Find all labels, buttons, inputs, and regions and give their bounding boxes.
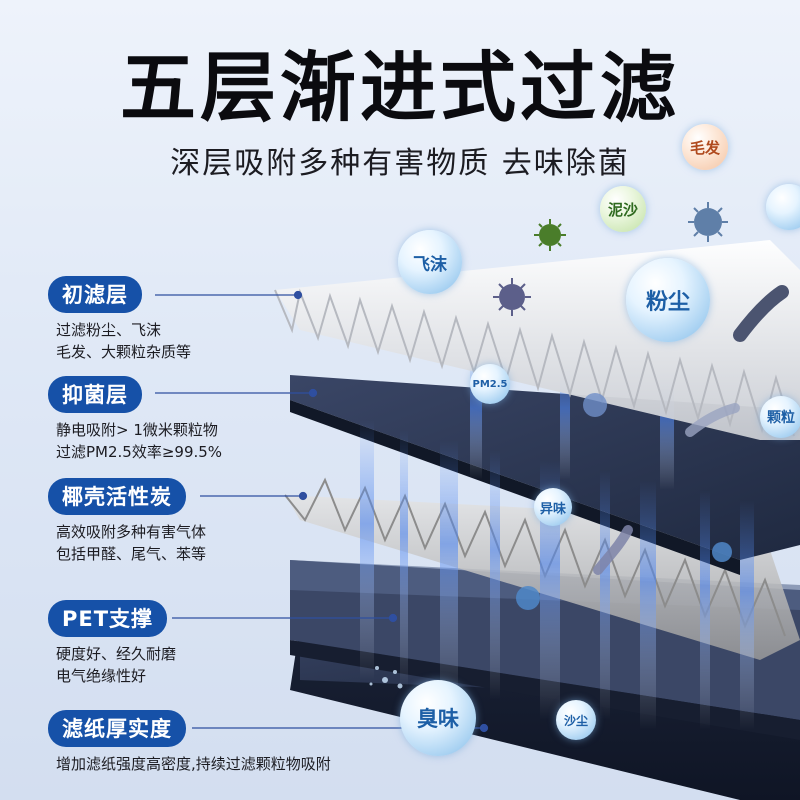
bacteria-icon [593,285,789,575]
layer-name-pill: 抑菌层 [48,376,142,413]
layer-description: 增加滤纸强度高密度,持续过滤颗粒物吸附 [56,755,331,773]
layer-description: 静电吸附> 1微米颗粒物 过滤PM2.5效率≥99.5% [56,421,223,461]
bubble-sand: 泥沙 [600,186,646,232]
layer-name-pill: 初滤层 [48,276,142,313]
bubble-odor: 异味 [534,488,572,526]
layer-label-2: 抑菌层 静电吸附> 1微米颗粒物 过滤PM2.5效率≥99.5% [48,376,222,463]
water-splash-icon [369,666,403,689]
virus-icon [516,586,540,610]
virus-icon [688,202,728,242]
page-subtitle: 深层吸附多种有害物质 去味除菌 [170,146,630,181]
layer-name-pill: PET支撑 [48,600,168,637]
bubble-edge [766,184,800,230]
virus-icon [583,393,607,417]
bubble-dust: 粉尘 [626,258,710,342]
layer-description: 高效吸附多种有害气体 包括甲醛、尾气、苯等 [56,523,207,563]
layer-description: 过滤粉尘、飞沫 毛发、大颗粒杂质等 [56,321,192,361]
bubble-droplet: 飞沫 [398,230,462,294]
layer-label-3: 椰壳活性炭 高效吸附多种有害气体 包括甲醛、尾气、苯等 [48,478,206,565]
layer-label-5: 滤纸厚实度 增加滤纸强度高密度,持续过滤颗粒物吸附 [48,710,331,775]
page-title: 五层渐进式过滤 [120,43,680,132]
bubble-particle: 颗粒 [760,396,800,438]
virus-icon [493,278,531,316]
bubble-sand-small: 沙尘 [556,700,596,740]
layer-description: 硬度好、经久耐磨 电气绝缘性好 [56,645,177,685]
virus-icon [712,542,732,562]
layer-name-pill: 椰壳活性炭 [48,478,186,515]
layer-label-1: 初滤层 过滤粉尘、飞沫 毛发、大颗粒杂质等 [48,276,191,363]
layer-name-pill: 滤纸厚实度 [48,710,186,747]
bubble-pm25: PM2.5 [470,364,510,404]
virus-icon [534,219,566,251]
layer-label-4: PET支撑 硬度好、经久耐磨 电气绝缘性好 [48,600,176,687]
bubble-hair: 毛发 [682,124,728,170]
bubble-smell: 臭味 [400,680,476,756]
